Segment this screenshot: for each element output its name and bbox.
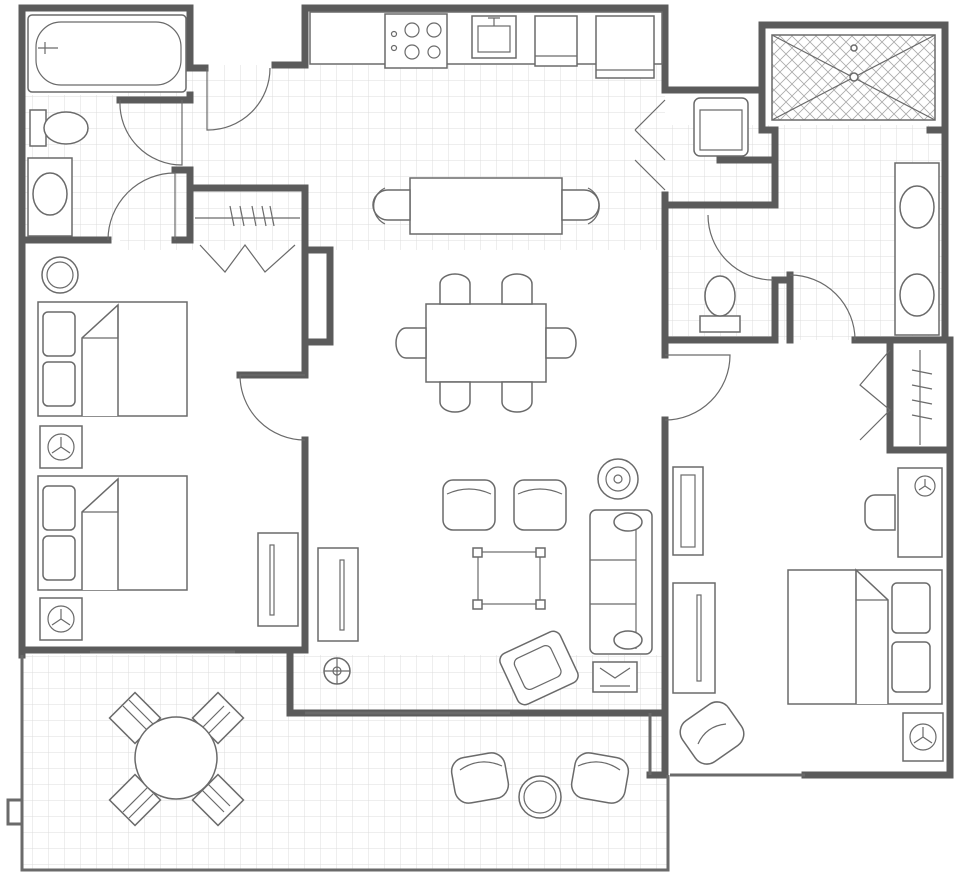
toilet bbox=[29, 109, 89, 147]
kitchen bbox=[309, 11, 663, 79]
dining-table bbox=[395, 273, 577, 413]
dishwasher bbox=[534, 15, 578, 67]
kitchen-sink bbox=[471, 15, 517, 59]
kitchen-hall-floor bbox=[120, 65, 665, 250]
floor-lamp bbox=[323, 657, 351, 685]
dresser bbox=[672, 466, 704, 556]
armchair bbox=[679, 701, 745, 765]
nightstand bbox=[39, 597, 83, 641]
living-room bbox=[317, 458, 653, 706]
right-bathroom bbox=[693, 34, 940, 336]
shower bbox=[771, 34, 936, 121]
closet-rods bbox=[195, 205, 933, 445]
patio-table bbox=[108, 691, 245, 827]
bathtub bbox=[27, 14, 187, 93]
bed bbox=[37, 475, 188, 591]
nightstand bbox=[39, 425, 83, 469]
armchair bbox=[442, 479, 496, 531]
patio bbox=[108, 691, 630, 827]
patio-post bbox=[6, 798, 24, 826]
vanity bbox=[894, 162, 940, 336]
recliner bbox=[499, 630, 579, 706]
patio-side-table bbox=[518, 775, 562, 819]
coffee-table bbox=[472, 547, 546, 610]
side-table-lamp bbox=[597, 458, 639, 500]
windows bbox=[90, 650, 805, 777]
armchair bbox=[513, 479, 567, 531]
patio-chair bbox=[570, 752, 630, 804]
left-bathroom bbox=[27, 14, 187, 237]
toilet bbox=[699, 275, 741, 333]
stove bbox=[384, 13, 448, 69]
dresser-tv bbox=[257, 532, 299, 627]
doors bbox=[107, 67, 891, 441]
left-bedroom bbox=[37, 256, 299, 641]
end-table bbox=[592, 661, 638, 693]
bed bbox=[37, 301, 188, 417]
dining-chairs bbox=[395, 273, 577, 413]
nightstand bbox=[902, 712, 944, 762]
tv-console bbox=[317, 547, 359, 642]
bar-table bbox=[372, 177, 600, 235]
washer-dryer bbox=[693, 97, 749, 157]
desk bbox=[864, 467, 943, 558]
sink bbox=[27, 157, 73, 237]
walls bbox=[18, 4, 954, 779]
right-bedroom bbox=[672, 466, 944, 765]
patio-chair bbox=[450, 752, 510, 804]
bed bbox=[787, 568, 943, 705]
sofa bbox=[589, 509, 653, 655]
refrigerator bbox=[595, 15, 655, 79]
patio-border bbox=[20, 655, 670, 872]
patio-floor bbox=[22, 655, 668, 870]
tv-dresser bbox=[672, 582, 716, 694]
faucet-icon bbox=[38, 42, 58, 54]
